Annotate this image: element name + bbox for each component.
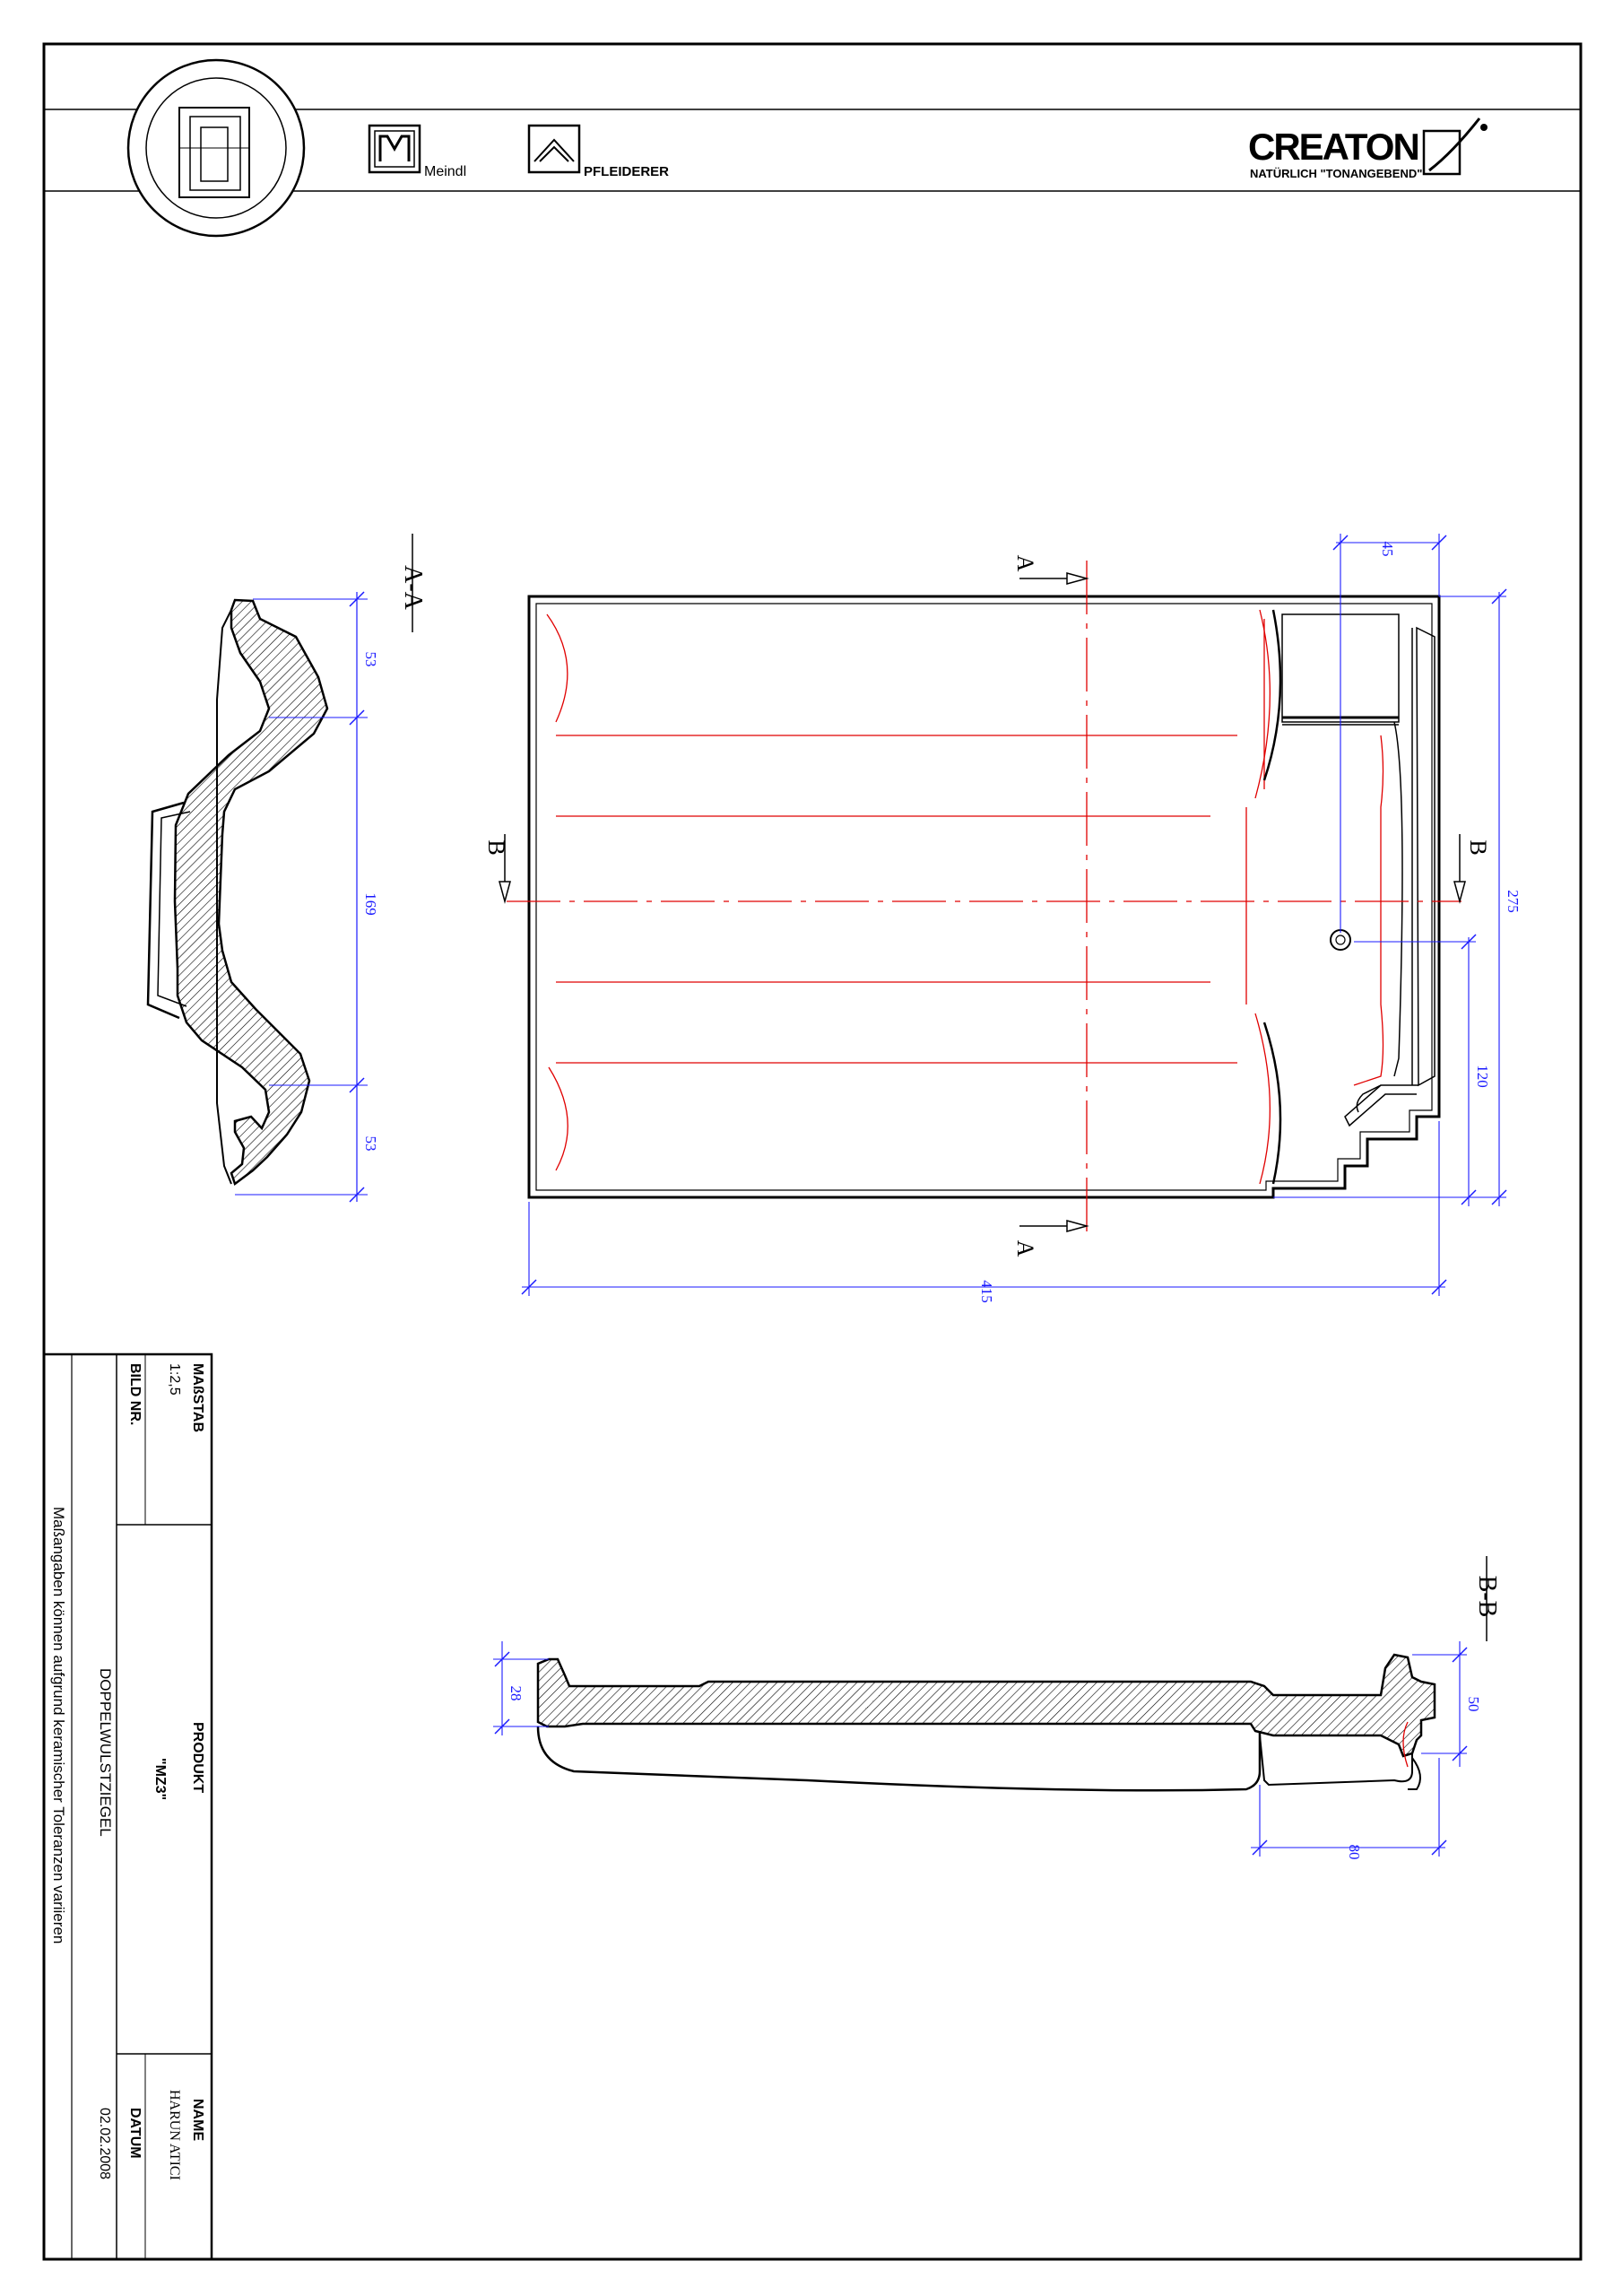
dim-169: 169 <box>362 892 379 916</box>
meindl-logo: Meindl <box>368 124 466 179</box>
produkt-desc: DOPPELWULSTZIEGEL <box>97 1668 114 1837</box>
dim-275: 275 <box>1505 890 1522 913</box>
name-value: HARUN ATICI <box>167 2090 182 2180</box>
section-bb: B-B 28 50 80 <box>493 1556 1501 1860</box>
creaton-seal-logo <box>126 58 306 238</box>
top-view: A A B B <box>483 534 1522 1303</box>
hidden-lines <box>546 609 1384 1185</box>
profile-aa-section <box>173 598 329 1187</box>
nail-hole <box>1330 929 1351 951</box>
title-block <box>42 1352 213 2261</box>
produkt-label: PRODUKT <box>190 1722 205 1793</box>
section-marker-a-top: A <box>1012 555 1038 572</box>
section-aa: A-A 53 169 53 <box>146 534 427 1203</box>
meindl-text: Meindl <box>424 164 466 179</box>
creaton-logo: CREATON NATÜRLICH "TONANGEBEND" <box>1248 117 1488 180</box>
bildnr-label: BILD NR. <box>127 1363 143 1425</box>
pfleiderer-logo: PFLEIDERER <box>527 124 669 179</box>
top-view-dimensions <box>521 534 1507 1296</box>
name-label: NAME <box>190 2099 205 2141</box>
profile-bb-section <box>536 1653 1436 1758</box>
sheet-frame <box>42 42 1583 2261</box>
tile-outline <box>527 595 1441 1199</box>
section-marker-a-bottom: A <box>1012 1240 1038 1257</box>
dim-120: 120 <box>1474 1065 1491 1088</box>
dim-50: 50 <box>1465 1697 1482 1712</box>
bb-dimensions <box>493 1641 1468 1857</box>
datum-value: 02.02.2008 <box>97 2108 112 2179</box>
massstab-value: 1:2,5 <box>167 1363 182 1396</box>
dim-28: 28 <box>507 1686 525 1701</box>
dim-53-top: 53 <box>362 652 379 667</box>
dim-53-bottom: 53 <box>362 1136 379 1152</box>
section-marker-b-left: B <box>483 839 509 855</box>
section-marker-b-right: B <box>1465 839 1491 855</box>
dim-45: 45 <box>1379 542 1396 557</box>
dim-80: 80 <box>1346 1845 1363 1860</box>
tolerance-note: Maßangaben können aufgrund keramischer T… <box>50 1507 67 1944</box>
dim-415: 415 <box>978 1280 995 1303</box>
massstab-label: MAßSTAB <box>190 1363 205 1432</box>
creaton-slogan-text: NATÜRLICH "TONANGEBEND" <box>1250 167 1422 180</box>
pfleiderer-text: PFLEIDERER <box>584 164 669 179</box>
produkt-value: "MZ3" <box>152 1758 168 1800</box>
creaton-brand-text: CREATON <box>1248 126 1418 168</box>
datum-label: DATUM <box>127 2108 143 2159</box>
